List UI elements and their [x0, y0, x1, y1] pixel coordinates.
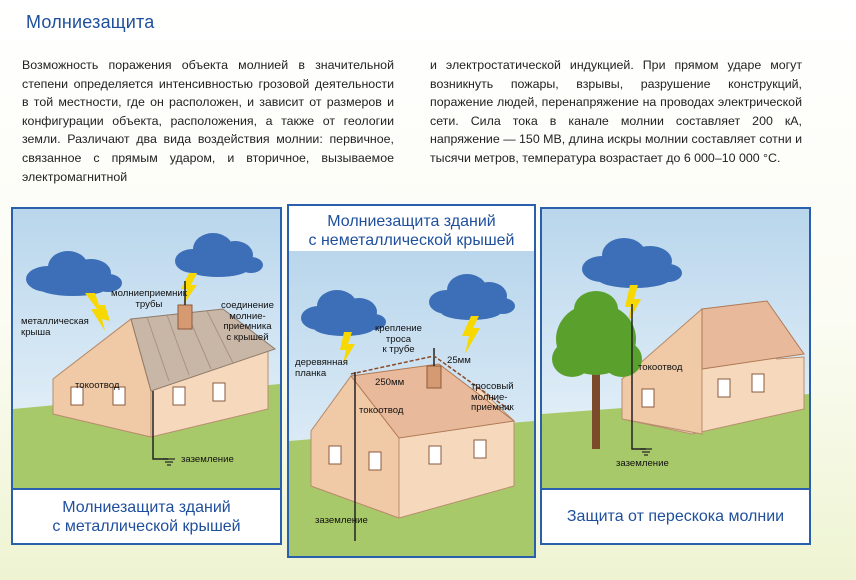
jump-protection-illustration — [542, 209, 809, 490]
cloud-icon — [175, 233, 263, 277]
lightning-bolt-icon — [85, 293, 110, 331]
window — [717, 378, 731, 398]
label-cable-mount: крепление троса к трубе — [375, 323, 422, 355]
panel2-title-line-1: Молниезащита зданий — [327, 213, 496, 230]
cloud-icon — [429, 274, 515, 320]
page-title: Молниезащита — [26, 12, 155, 32]
label-metal-roof: металлическая крыша — [21, 316, 89, 338]
lightning-bolt-icon — [625, 285, 641, 323]
tree-crown — [552, 291, 642, 377]
window — [428, 445, 442, 465]
cloud-icon — [582, 238, 682, 288]
metal-roof-illustration — [13, 209, 280, 490]
house-gable — [52, 318, 152, 438]
label-cable-rod: тросовый молние- приемник — [471, 381, 514, 413]
cloud-icon — [301, 290, 386, 336]
label-wooden-plank: деревянная планка — [295, 357, 348, 379]
window — [70, 386, 84, 406]
chimney — [426, 365, 442, 389]
intro-text-left: Возможность поражения объекта молнией в … — [22, 58, 394, 184]
label-down-conductor: токоотвод — [359, 405, 404, 416]
tree-trunk — [592, 369, 600, 449]
window — [172, 386, 186, 406]
nonmetal-roof-illustration — [289, 251, 534, 556]
label-grounding: заземление — [616, 458, 669, 469]
label-down-conductor: токоотвод — [638, 362, 683, 373]
caption-jump-protection: Защита от перескока молнии — [542, 488, 809, 543]
label-grounding: заземление — [315, 515, 368, 526]
intro-text-right: и электростатической индукцией. При прям… — [430, 58, 802, 165]
window — [112, 386, 126, 406]
house-roof — [701, 300, 805, 370]
label-down-conductor: токоотвод — [75, 380, 120, 391]
cloud-icon — [26, 251, 122, 296]
ground-icon — [640, 448, 652, 456]
nonmetal-roof — [350, 363, 516, 439]
caption-line: Защита от перескока молнии — [566, 508, 785, 525]
window — [641, 388, 655, 408]
label-dim-25: 25мм — [447, 355, 471, 366]
panel-nonmetal-roof: Молниезащита зданий с неметаллической кр… — [287, 204, 536, 558]
label-lightning-rod: молниеприемник трубы — [111, 288, 187, 310]
window — [751, 373, 765, 393]
window — [212, 382, 226, 402]
panel-jump-protection: токоотвод заземление Защита от перескока… — [540, 207, 811, 545]
label-grounding: заземление — [181, 454, 234, 465]
caption-line-1: Молниезащита зданий — [62, 498, 231, 516]
window — [473, 439, 487, 459]
cable-rod-line — [350, 355, 512, 412]
caption-line-2: с металлической крышей — [52, 517, 241, 535]
panel2-title-line-2: с неметаллической крышей — [308, 232, 515, 249]
panel-metal-roof: молниеприемник трубы металлическая крыша… — [11, 207, 282, 545]
panel2-title: Молниезащита зданий с неметаллической кр… — [289, 212, 534, 250]
label-dim-250: 250мм — [375, 377, 405, 388]
caption-metal-roof: Молниезащита зданий с металлической крыш… — [13, 488, 280, 543]
label-connection: соединение молние- приемника с крышей — [221, 300, 274, 343]
lightning-bolt-icon — [462, 316, 480, 354]
ground-icon — [163, 458, 175, 466]
lightning-bolt-icon — [340, 332, 355, 364]
window — [368, 451, 382, 471]
window — [328, 445, 342, 465]
